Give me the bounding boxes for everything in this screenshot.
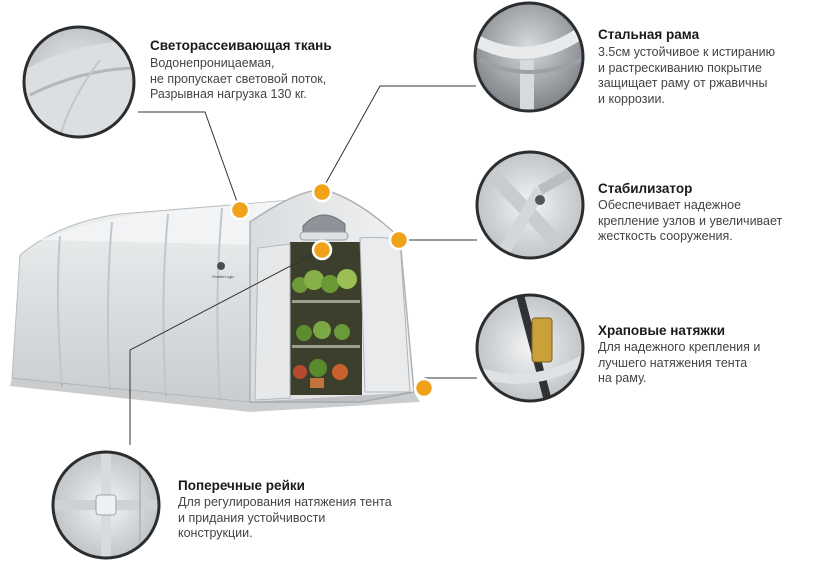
fabric-title: Светорассеивающая ткань [150,38,332,53]
detail-circle-frame [473,1,585,113]
fabric-text: Водонепроницаемая, не пропускает светово… [150,56,327,101]
connector-lines [129,85,477,445]
marker-fabric [229,199,251,221]
markers [229,181,435,399]
marker-rails [311,239,333,261]
logo-text: ShelterLogic [212,274,234,279]
rails-text: Для регулирования натяжения тента и прид… [178,495,392,540]
stabilizer-text: Обеспечивает надежное крепление узлов и … [598,198,783,243]
frame-title: Стальная рама [598,27,700,42]
stabilizer-title: Стабилизатор [598,181,693,196]
detail-circle-rails [51,450,161,560]
detail-circle-ratchet [475,293,585,403]
detail-circle-fabric [22,25,136,139]
greenhouse: ShelterLogic [10,189,420,412]
frame-text: 3.5см устойчивое к истиранию и растрески… [598,45,775,106]
marker-ratchet [413,377,435,399]
detail-circle-stabilizer [475,150,585,260]
ratchet-text: Для надежного крепления и лучшего натяже… [598,340,761,385]
rails-title: Поперечные рейки [178,478,305,493]
marker-frame [311,181,333,203]
marker-stabilizer [388,229,410,251]
ratchet-title: Храповые натяжки [598,323,726,338]
